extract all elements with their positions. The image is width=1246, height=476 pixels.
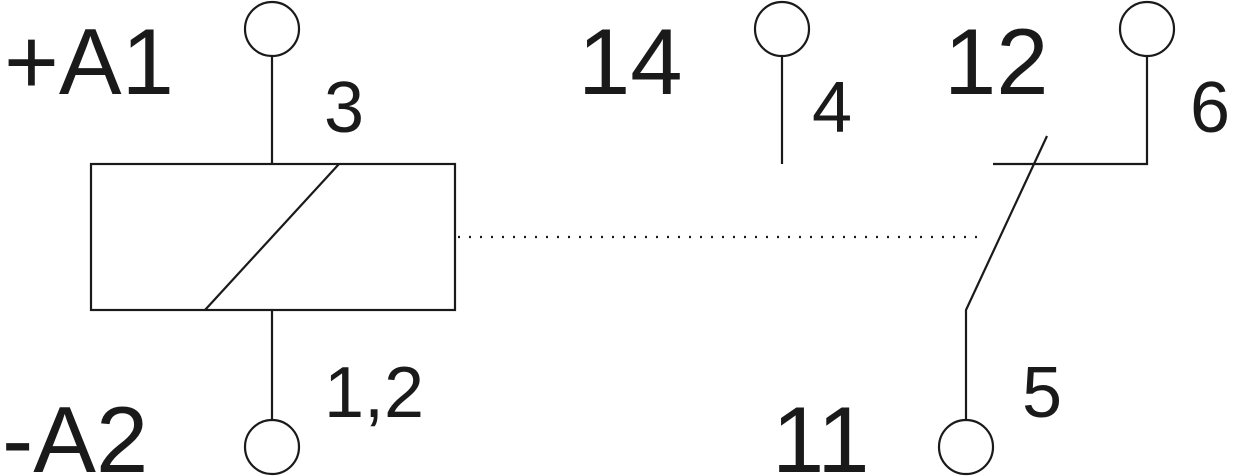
- label-contact-11: 11: [772, 387, 870, 476]
- switch-blade: [964, 135, 1048, 420]
- coil-diagonal: [204, 163, 340, 311]
- label-a2: -A2: [2, 387, 148, 476]
- label-pin-5: 5: [1022, 353, 1062, 433]
- label-contact-14: 14: [578, 9, 683, 114]
- terminal-12: [1118, 0, 1176, 58]
- label-pin-3: 3: [324, 68, 364, 148]
- terminal-a2: [243, 418, 301, 476]
- label-pin-4: 4: [812, 68, 852, 148]
- label-pin-1-2: 1,2: [324, 353, 424, 433]
- label-pin-6: 6: [1190, 68, 1230, 148]
- label-contact-12: 12: [944, 9, 1049, 114]
- terminal-11: [937, 418, 995, 476]
- terminal-14: [753, 0, 811, 58]
- label-a1: +A1: [4, 9, 174, 114]
- contact-12-lead: [993, 56, 1149, 166]
- terminal-a1: [243, 0, 301, 58]
